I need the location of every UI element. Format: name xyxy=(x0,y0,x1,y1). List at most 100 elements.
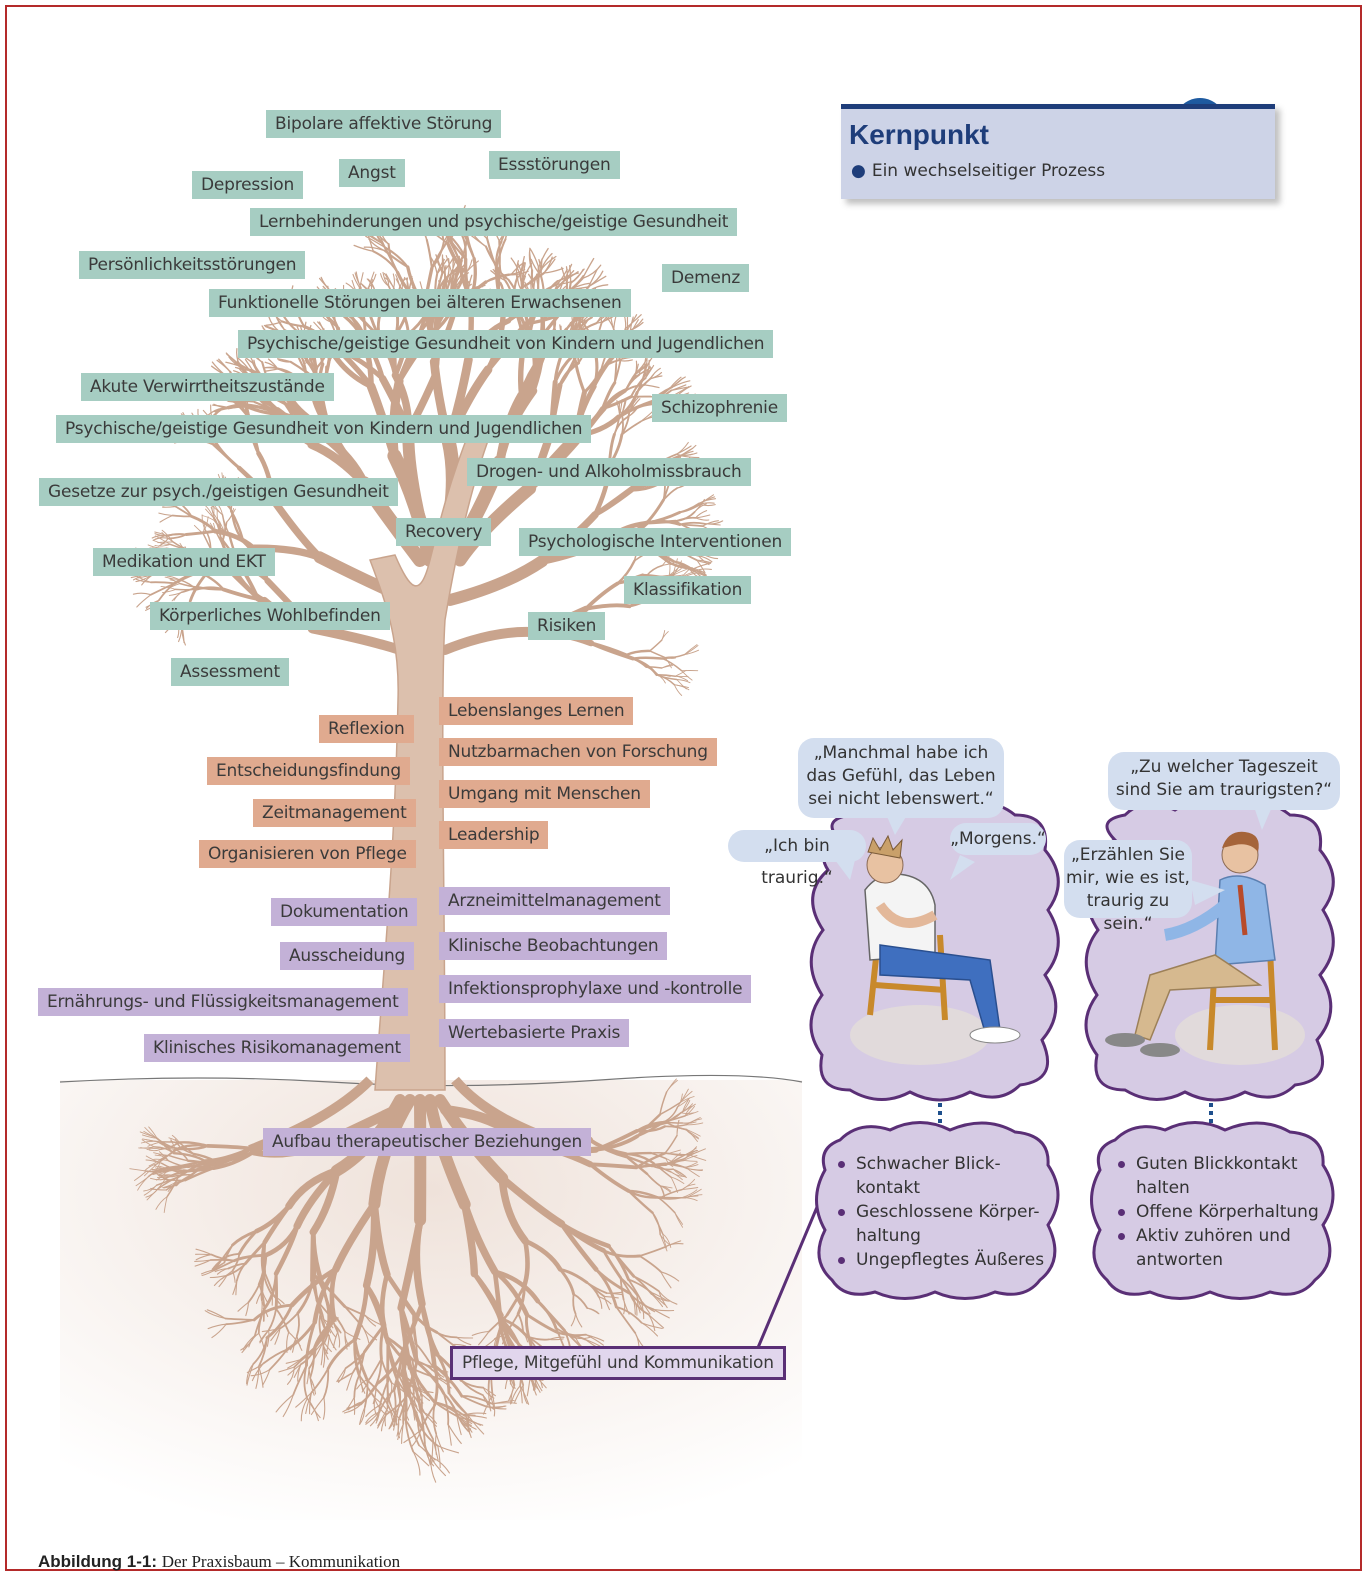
root xyxy=(140,1140,159,1144)
branch xyxy=(490,270,506,282)
root xyxy=(325,1335,330,1354)
branch xyxy=(154,533,168,537)
root xyxy=(376,1352,404,1385)
root xyxy=(146,1148,162,1151)
trunk-label-purple: Infektionsprophylaxe und -kontrolle xyxy=(439,975,752,1003)
root xyxy=(585,1334,604,1346)
root xyxy=(179,1146,195,1155)
branch xyxy=(216,510,220,524)
root xyxy=(218,1274,228,1288)
root xyxy=(370,1200,391,1279)
branch xyxy=(383,249,409,269)
branch xyxy=(444,555,549,606)
root xyxy=(676,1119,680,1136)
branch xyxy=(297,356,307,374)
branch xyxy=(565,266,569,284)
root xyxy=(364,1379,369,1408)
crown-label: Klassifikation xyxy=(624,576,752,604)
branch xyxy=(174,505,193,518)
crown-label: Demenz xyxy=(662,264,750,292)
root xyxy=(293,1363,302,1378)
root xyxy=(638,1255,662,1273)
root xyxy=(681,1183,696,1191)
root xyxy=(369,1411,381,1427)
speech-bubble-morning: „Morgens.“ xyxy=(950,823,1046,855)
root xyxy=(670,1171,683,1181)
trunk-label-orange: Leadership xyxy=(439,821,549,849)
root xyxy=(153,1158,170,1162)
root xyxy=(356,1377,371,1390)
root xyxy=(412,1216,426,1308)
root xyxy=(408,1389,418,1414)
root xyxy=(262,1369,271,1386)
trunk-label-orange: Lebenslanges Lernen xyxy=(439,697,634,725)
branch xyxy=(264,368,280,372)
branch xyxy=(529,247,540,269)
branch xyxy=(592,487,635,517)
branch xyxy=(669,376,682,389)
root xyxy=(300,1397,308,1422)
floor-shadow-right xyxy=(1175,1005,1305,1065)
root xyxy=(337,1372,354,1383)
branch xyxy=(244,358,254,371)
branch xyxy=(368,238,386,252)
branch xyxy=(645,665,663,669)
root xyxy=(379,1272,390,1328)
nurse-figure xyxy=(1105,831,1278,1057)
branch xyxy=(695,514,711,519)
root xyxy=(359,1406,366,1425)
root xyxy=(521,1238,530,1289)
root xyxy=(143,1163,158,1172)
branch xyxy=(661,657,683,672)
branch xyxy=(569,268,585,284)
root xyxy=(378,1388,395,1413)
root xyxy=(482,1394,495,1410)
root xyxy=(588,1162,639,1170)
branch xyxy=(245,403,281,417)
root xyxy=(261,1290,269,1305)
tip-item: Offene Körperhaltung xyxy=(1116,1200,1331,1224)
branch xyxy=(661,629,666,641)
branch xyxy=(645,364,655,379)
root xyxy=(309,1377,315,1396)
root xyxy=(627,1189,663,1199)
branch xyxy=(154,535,171,545)
root xyxy=(223,1244,234,1264)
branch xyxy=(673,684,683,696)
branch xyxy=(204,528,212,550)
connector-highlight xyxy=(755,1199,822,1351)
branch xyxy=(538,247,549,269)
root xyxy=(510,1384,515,1405)
root xyxy=(250,1369,271,1377)
branch xyxy=(353,244,374,252)
root xyxy=(310,1396,325,1416)
branch xyxy=(569,274,584,291)
root xyxy=(415,1342,431,1364)
root xyxy=(628,1292,655,1311)
root xyxy=(594,1268,618,1309)
root xyxy=(487,1390,491,1410)
branch xyxy=(675,445,692,455)
branch xyxy=(470,234,487,248)
root xyxy=(646,1173,661,1187)
root xyxy=(369,1358,383,1380)
branch xyxy=(150,581,176,585)
branch xyxy=(158,512,174,517)
root xyxy=(684,1111,699,1117)
root-label: Aufbau therapeutischer Beziehungen xyxy=(263,1128,592,1156)
root xyxy=(211,1323,227,1339)
branch xyxy=(135,575,152,583)
root xyxy=(326,1338,357,1371)
root xyxy=(586,1307,600,1315)
branch xyxy=(672,569,687,577)
branch xyxy=(661,663,674,669)
branch xyxy=(193,524,204,534)
root xyxy=(159,1141,180,1144)
branch xyxy=(658,675,666,684)
branch xyxy=(613,361,622,384)
branch xyxy=(530,258,542,277)
root xyxy=(182,1166,215,1173)
root xyxy=(432,1363,439,1407)
branch xyxy=(384,277,395,289)
tip-item: Ungepflegtes Äußeres xyxy=(836,1248,1051,1272)
